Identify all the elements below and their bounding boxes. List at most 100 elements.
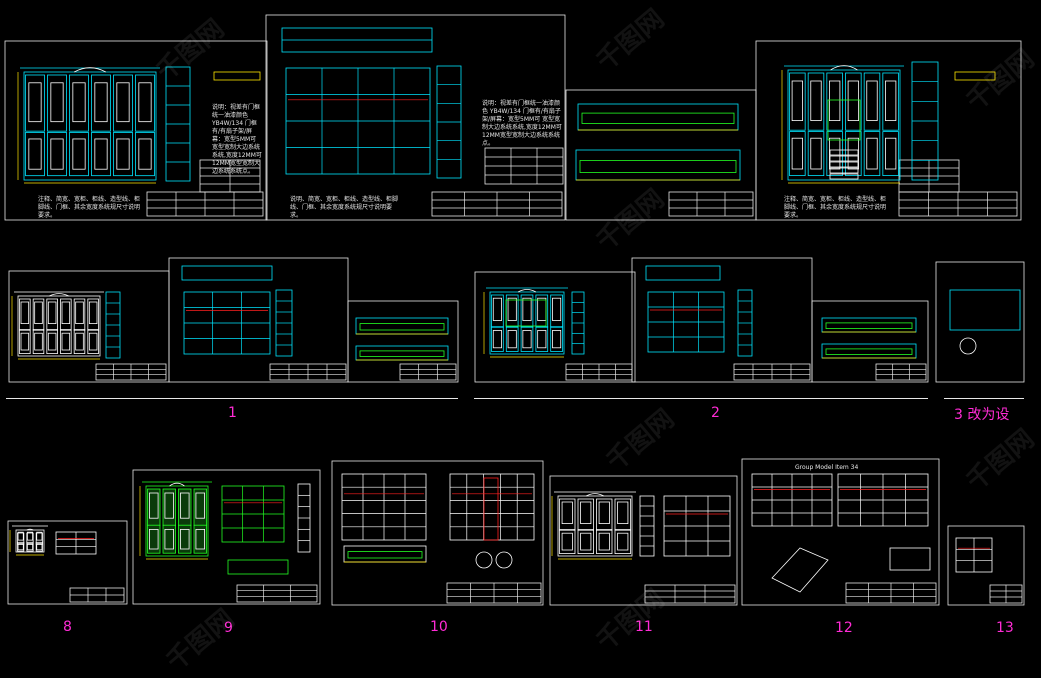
- sheet10-detail-circle: [495, 551, 513, 569]
- sheet1a-wardrobe-elevation-door-upper: [19, 298, 31, 331]
- sheet9-wardrobe-elevation-door-panel: [180, 529, 190, 550]
- sheet4-wardrobe-elevation-door-panel: [791, 137, 803, 170]
- sheet2a-wardrobe-elevation-door-panel: [492, 297, 502, 321]
- sheet4-wardrobe-elevation-door-lower: [882, 131, 899, 177]
- sheet2a-wardrobe-elevation-pediment-arc: [517, 289, 537, 293]
- sheet1-wardrobe-elevation-door-upper: [113, 74, 133, 132]
- sheet11-wardrobe-elevation-door-lower: [559, 529, 576, 554]
- sheet-2c-frame: [811, 300, 929, 383]
- sheet4-wardrobe-elevation-door-upper: [882, 72, 899, 131]
- sheet4-footer-text: 注释、简宽、宽柜、柜线、造型线、柜脚线、门框、其余宽度系统规尺寸说明要求。: [784, 196, 887, 219]
- sheet4-wardrobe-elevation-door-lower: [789, 131, 806, 177]
- sheet9-wardrobe-elevation-door-panel: [149, 529, 159, 550]
- sheet4-wardrobe-elevation-door-panel: [885, 137, 897, 170]
- sheet1-wardrobe-elevation-door-upper: [69, 74, 89, 132]
- sheet4-glass-door: [827, 99, 861, 141]
- sheet-1c-frame: [347, 300, 459, 383]
- sheet1-wardrobe-elevation-door-panel: [72, 138, 86, 170]
- sheet11-wardrobe-elevation-door-panel: [561, 532, 573, 551]
- sheet1-wardrobe-elevation-door-panel: [50, 82, 64, 123]
- sheet1c-plan-bottom-section: [359, 350, 445, 357]
- sheet4-wardrobe-elevation-door-upper: [845, 72, 862, 131]
- sheet2a-wardrobe-elevation-door-panel: [492, 330, 502, 349]
- sheet4-wardrobe-elevation-door-panel: [885, 80, 897, 121]
- sheet2a-wardrobe-elevation-door-lower: [491, 326, 504, 352]
- sheet11-wardrobe-elevation-pediment-arc: [585, 493, 605, 497]
- sheet1-wardrobe-elevation-door-lower: [47, 132, 67, 177]
- sheet11-wardrobe-elevation-door-upper: [577, 498, 594, 531]
- sheet4-wardrobe-elevation-door-lower: [863, 131, 881, 177]
- sheet-2-frame: [265, 14, 566, 221]
- sheet1c-plan-top-section: [359, 323, 445, 331]
- sheet1a-wardrobe-elevation-door-panel: [20, 332, 30, 351]
- sheet8-wardrobe-elevation-door-panel: [17, 531, 24, 541]
- sheet2c-title-block: [875, 363, 927, 381]
- sheet4-drawer: [829, 173, 859, 180]
- sheet2-footer-text: 说明、简宽、宽柜、柜线、造型线、柜脚线、门框、其余宽度系统规尺寸说明要求。: [290, 196, 399, 219]
- sheet4-wardrobe-elevation-door-panel: [810, 137, 822, 170]
- sheet1-wardrobe-elevation-door-lower: [135, 132, 155, 177]
- sheet11-wardrobe-elevation: [557, 495, 633, 557]
- set-label-13: 13: [996, 620, 1014, 636]
- sheet11-wardrobe-elevation-door-panel: [580, 501, 592, 525]
- sheet8-wardrobe-elevation-door-upper: [35, 532, 43, 545]
- sheet1a-wardrobe-elevation-door-upper: [60, 298, 72, 331]
- set-label-9: 9: [224, 620, 233, 636]
- sheet12-note-box: [889, 547, 931, 571]
- sheet2a-wardrobe-elevation-door-lower: [535, 326, 549, 352]
- sheet3-plan-bottom-section: [579, 160, 737, 173]
- sheet1-note-text: 说明：视差有门框统一油漆颜色 YB4W/134 门框有/有扇子架/屏幕：宽型5M…: [212, 104, 262, 175]
- sheet8-wardrobe-elevation-door-panel: [26, 531, 34, 541]
- sheet1-wardrobe-elevation-door-lower: [91, 132, 111, 177]
- sheet1a-wardrobe-elevation-door-panel: [47, 332, 57, 351]
- sheet-8-frame: [7, 520, 128, 605]
- sheet11-wardrobe-elevation-door-upper: [614, 498, 631, 531]
- sheet4-wardrobe-elevation-door-panel: [847, 80, 859, 121]
- sheet1a-wardrobe-elevation-door-lower: [32, 329, 45, 355]
- set-label-3: 3 改为设: [954, 407, 1010, 423]
- sheet2a-wardrobe-elevation-door-upper: [550, 294, 563, 328]
- sheet1-wardrobe-elevation-door-panel: [28, 138, 42, 170]
- sheet2a-wardrobe-elevation-door-panel: [522, 297, 532, 321]
- sheet2a-wardrobe-elevation-door-panel: [522, 330, 532, 349]
- sheet8-wardrobe-elevation-pediment-arc: [26, 528, 34, 531]
- sheet8-wardrobe-elevation-door-panel: [36, 531, 43, 541]
- sheet8-wardrobe-elevation-door-lower: [26, 541, 34, 552]
- set-label-11: 11: [635, 619, 653, 635]
- sheet-3-frame: [565, 89, 757, 221]
- sheet1a-wardrobe-elevation-door-panel: [47, 301, 57, 325]
- sheet-4-frame: [755, 40, 1022, 221]
- sheet1a-wardrobe-elevation-door-upper: [73, 298, 86, 331]
- sheet4-drawer: [829, 149, 859, 156]
- sheet4-yellow-tag: [954, 71, 996, 81]
- sheet4-wardrobe-elevation: [787, 69, 901, 181]
- sheet1-wardrobe-elevation-door-panel: [28, 82, 42, 123]
- sheet2a-wardrobe-elevation-door-panel: [507, 297, 517, 321]
- sheet11-wardrobe-elevation-door-panel: [598, 532, 610, 551]
- sheet-1-frame: [4, 40, 268, 221]
- row1-separator-line: [6, 398, 458, 399]
- sheet11-wardrobe-elevation-door-upper: [559, 498, 576, 531]
- sheet1-yellow-tag: [213, 71, 261, 81]
- sheet1a-wardrobe-elevation-door-lower: [87, 329, 99, 355]
- sheet4-wardrobe-elevation-door-panel: [847, 137, 859, 170]
- sheet1a-wardrobe-elevation-pediment-arc: [48, 293, 70, 297]
- sheet1-wardrobe-elevation-door-panel: [72, 82, 86, 123]
- sheet3-plan-top: [577, 103, 739, 131]
- sheet1-wardrobe-elevation-door-lower: [69, 132, 89, 177]
- sheet8-wardrobe-elevation-door-lower: [35, 541, 43, 552]
- sheet4-wardrobe-elevation-door-panel: [829, 80, 841, 121]
- sheet11-wardrobe-elevation-door-upper: [596, 498, 613, 531]
- sheet11-wardrobe-elevation-door-lower: [577, 529, 594, 554]
- sheet4-wardrobe-elevation-door-panel: [810, 80, 822, 121]
- set-label-12: 12: [835, 620, 853, 636]
- sheet1-wardrobe-elevation-door-panel: [94, 138, 108, 170]
- sheet-9-frame: [132, 469, 321, 605]
- sheet3-title-block: [668, 191, 754, 217]
- sheet1a-wardrobe-elevation-door-panel: [88, 301, 98, 325]
- sheet2a-wardrobe-elevation-door-upper: [520, 294, 534, 328]
- sheet9-wardrobe-elevation-door-panel: [195, 492, 205, 519]
- sheet11-wardrobe-elevation-door-lower: [596, 529, 613, 554]
- sheet2c-plan-bottom-section: [825, 348, 913, 355]
- set-label-8: 8: [63, 619, 72, 635]
